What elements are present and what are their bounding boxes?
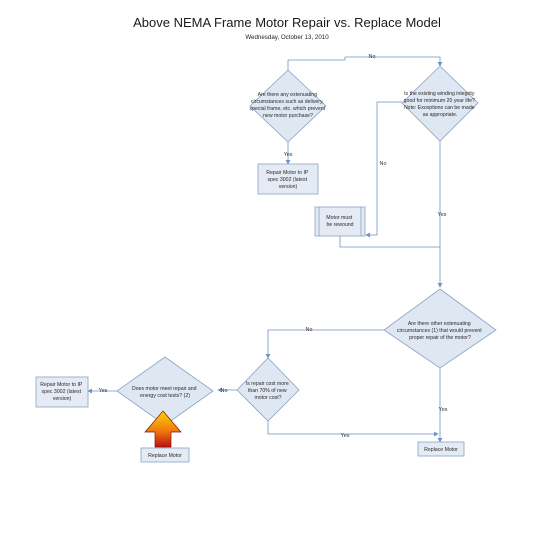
edge-label: No <box>221 388 228 394</box>
decision-repair-cost: Is repair cost more than 70% of new moto… <box>236 357 300 422</box>
decision-delivery-circumstances: Are there any extenuating circumstances … <box>249 69 327 143</box>
edge-label: Yes <box>438 212 447 218</box>
edge-label: Yes <box>99 388 108 394</box>
process-text: Replace Motor <box>424 447 458 453</box>
process-text: Repair Motor to IP spec 3002 (latest ver… <box>266 170 309 190</box>
edge-label: No <box>306 327 313 333</box>
edge-d2-rewound <box>365 101 402 238</box>
edge-rewound-join <box>339 236 440 248</box>
edge-d3-d4 <box>265 329 384 359</box>
decision-winding-integrity: Is the existing winding integrity good f… <box>401 65 479 142</box>
decision-text: Are there other extenuating circumstance… <box>397 321 483 341</box>
process-repair-motor-top: Repair Motor to IP spec 3002 (latest ver… <box>257 163 319 195</box>
diagram-subtitle: Wednesday, October 13, 2010 <box>245 34 329 41</box>
edge-label: Yes <box>439 407 448 413</box>
decision-other-circumstances: Are there other extenuating circumstance… <box>383 288 497 369</box>
decision-text: Are there any extenuating circumstances … <box>250 92 327 119</box>
decision-text: Is repair cost more than 70% of new moto… <box>246 381 290 401</box>
edge-label: Yes <box>284 152 293 158</box>
process-text: Motor must be rewound <box>326 215 353 228</box>
edge-label: Yes <box>341 433 350 439</box>
process-text: Repair Motor to IP spec 3002 (latest ver… <box>40 382 83 402</box>
edge-label: No <box>369 54 376 60</box>
decision-text: Does motor meet repair and energy cost t… <box>132 386 198 399</box>
edge-label: No <box>380 161 387 167</box>
edge-d4-replace <box>267 421 439 437</box>
process-replace-motor-left: Replace Motor <box>140 447 190 463</box>
process-motor-rewound: Motor must be rewound <box>314 206 366 237</box>
edge-d1-d2 <box>287 56 443 72</box>
decision-text: Is the existing winding integrity good f… <box>404 91 477 118</box>
edge-labels: No Yes No Yes No Yes No Yes Yes <box>99 54 448 439</box>
process-text: Replace Motor <box>148 453 182 459</box>
diagram-title: Above NEMA Frame Motor Repair vs. Replac… <box>133 15 441 30</box>
process-replace-motor-right: Replace Motor <box>417 441 465 457</box>
up-arrow-icon <box>144 410 182 448</box>
process-repair-motor-left: Repair Motor to IP spec 3002 (latest ver… <box>35 376 89 408</box>
